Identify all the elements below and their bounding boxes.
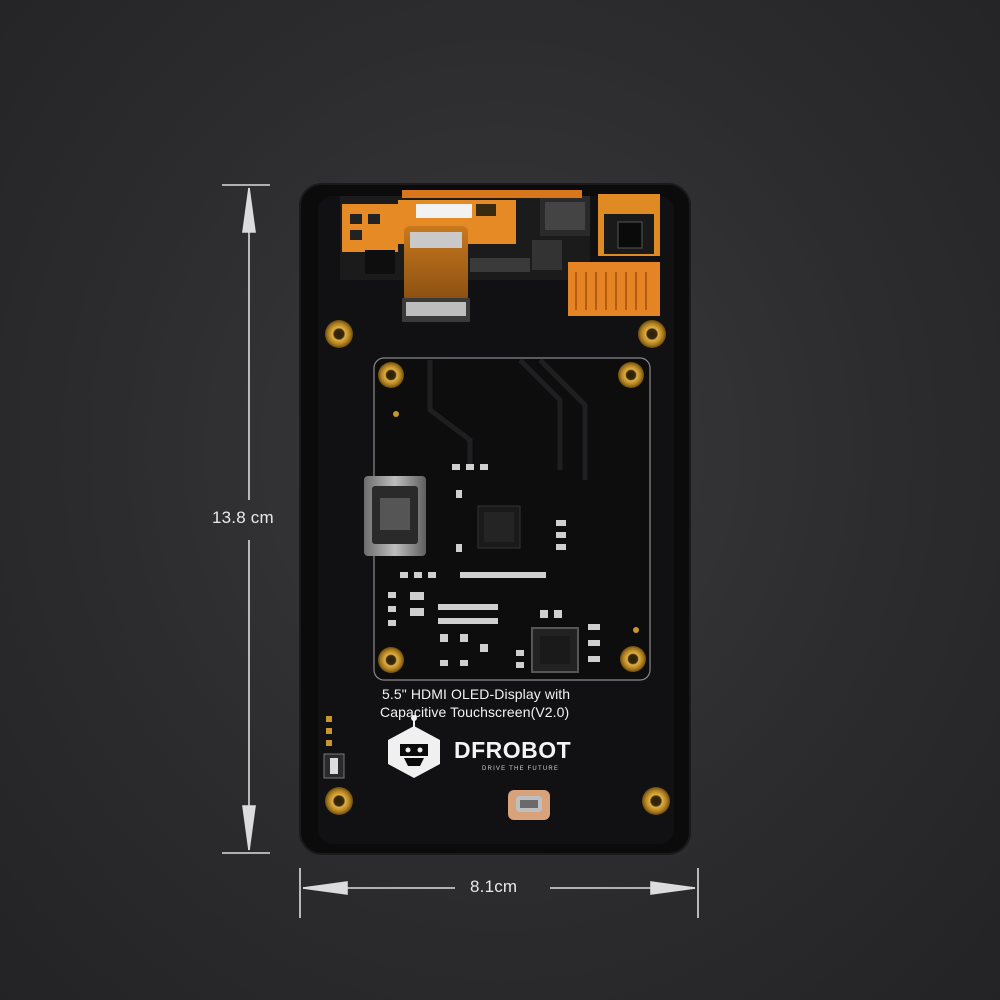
display-flex-area <box>340 190 660 322</box>
dfrobot-logo <box>388 715 440 778</box>
mount-hole-bottom-right <box>642 787 670 815</box>
product-name-line2: Capacitive Touchscreen(V2.0) <box>380 704 570 720</box>
mount-hole-bottom-left <box>325 787 353 815</box>
brand-name: DFROBOT <box>454 737 572 763</box>
usb-port <box>508 790 550 820</box>
hdmi-port <box>364 476 426 556</box>
product-name-line1: 5.5" HDMI OLED-Display with <box>382 686 571 702</box>
brand-tagline: DRIVE THE FUTURE <box>482 766 560 772</box>
mount-hole-top-right <box>638 320 666 348</box>
width-dimension-label: 8.1cm <box>470 877 518 896</box>
mount-hole-top-left <box>325 320 353 348</box>
width-dimension-line <box>299 868 699 918</box>
height-dimension-label: 13.8 cm <box>212 508 274 527</box>
height-dimension-line <box>222 184 270 854</box>
